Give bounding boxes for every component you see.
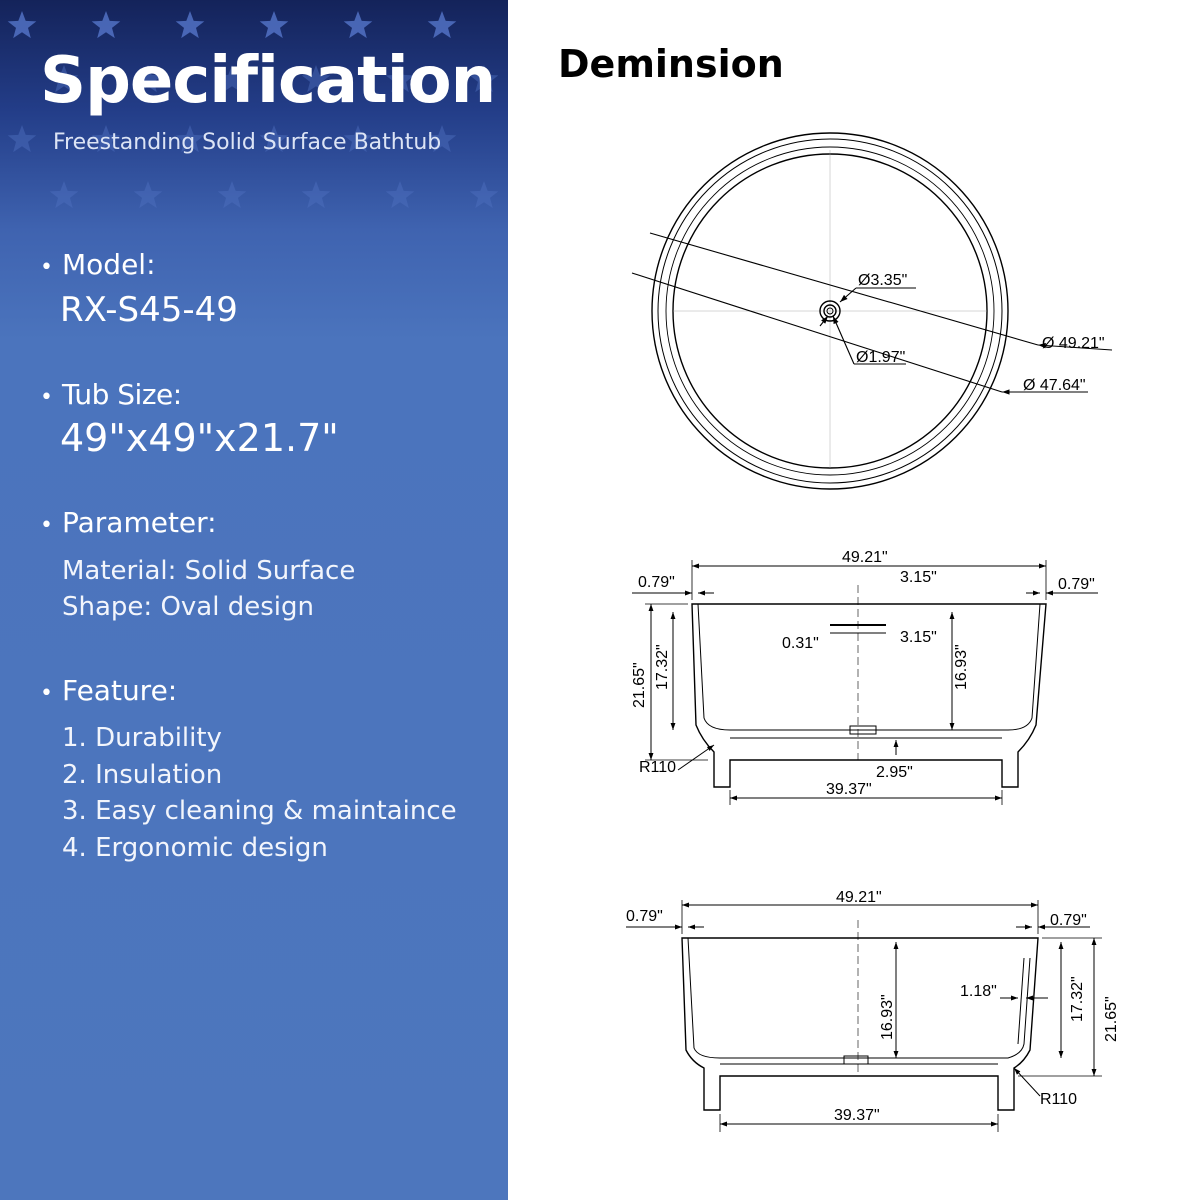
model-label: Model: — [62, 248, 156, 281]
bullet-icon: • — [40, 255, 53, 280]
star-icon — [343, 11, 373, 39]
front-label-radius: R110 — [639, 759, 676, 776]
bullet-icon: • — [40, 385, 53, 410]
front-label-height-total: 21.65" — [631, 662, 648, 708]
side-label-wall: 1.18" — [960, 983, 997, 1000]
front-label-drain-offset: 2.95" — [876, 764, 913, 781]
front-label-overflow-bottom: 3.15" — [900, 629, 937, 646]
star-icon — [217, 65, 247, 93]
star-icon — [259, 125, 289, 153]
tub-size-label-row: • Tub Size: — [40, 378, 182, 411]
label-inner-diameter: Ø 47.64" — [1023, 377, 1086, 394]
front-label-overflow-top: 3.15" — [900, 569, 937, 586]
side-label-rim-right: 0.79" — [1050, 912, 1087, 929]
tub-size-label: Tub Size: — [62, 378, 182, 411]
star-icon — [49, 181, 79, 209]
star-icon — [91, 125, 121, 153]
star-pattern — [7, 11, 499, 209]
side-dim-radius — [1013, 1067, 1041, 1097]
outer-rim-circle — [651, 132, 1009, 490]
star-icon — [343, 125, 373, 153]
side-label-radius: R110 — [1040, 1091, 1077, 1108]
star-icon — [49, 65, 79, 93]
drain-center-circle — [826, 307, 834, 315]
label-drain-outer-diameter: Ø3.35" — [858, 272, 907, 289]
spec-heading: Specification — [40, 44, 496, 118]
star-icon — [469, 181, 499, 209]
front-label-depth: 16.93" — [953, 644, 970, 690]
star-icon — [427, 125, 457, 153]
side-wall-thickness-line — [1017, 957, 1025, 1045]
leader-drain-inner — [832, 315, 855, 365]
front-tub-outline — [691, 603, 1047, 788]
parameter-material: Material: Solid Surface — [62, 556, 356, 586]
leader-outer-diameter — [649, 232, 1039, 346]
side-view-drawing — [626, 900, 1102, 1132]
label-drain-inner-diameter: Ø1.97" — [856, 349, 905, 366]
leader-outer-diameter-tail — [1037, 342, 1113, 351]
feature-item: 1. Durability — [62, 723, 222, 753]
side-label-height-inner: 17.32" — [1069, 976, 1086, 1022]
front-label-rim-left: 0.79" — [638, 574, 675, 591]
feature-item: 4. Ergonomic design — [62, 833, 328, 863]
star-icon — [259, 11, 289, 39]
star-icon — [175, 11, 205, 39]
front-label-overflow-slot: 0.31" — [782, 635, 819, 652]
side-label-width: 49.21" — [836, 889, 882, 906]
parameter-label: Parameter: — [62, 506, 217, 539]
parameter-label-row: • Parameter: — [40, 506, 217, 539]
leader-drain-outer — [839, 287, 857, 303]
star-icon — [133, 65, 163, 93]
drain-inner-circle — [823, 304, 837, 318]
spec-subtitle: Freestanding Solid Surface Bathtub — [53, 130, 442, 155]
dimension-title: Deminsion — [558, 42, 784, 86]
bullet-icon: • — [40, 513, 53, 538]
star-icon — [385, 181, 415, 209]
star-icon — [91, 11, 121, 39]
side-label-height-total: 21.65" — [1103, 996, 1120, 1042]
spec-panel: Specification Freestanding Solid Surface… — [0, 0, 508, 1200]
side-tub-inner-wall — [687, 937, 1031, 1059]
star-icon — [7, 11, 37, 39]
side-label-base-width: 39.37" — [834, 1107, 880, 1124]
model-value: RX-S45-49 — [60, 290, 238, 330]
front-label-rim-right: 0.79" — [1058, 576, 1095, 593]
side-label-rim-left: 0.79" — [626, 908, 663, 925]
rim-edge-circle — [657, 138, 1003, 484]
star-icon — [469, 65, 499, 93]
side-tub-outline — [681, 937, 1039, 1111]
star-icon — [301, 65, 331, 93]
star-icon — [175, 125, 205, 153]
star-icon — [217, 181, 247, 209]
front-view-drawing — [632, 560, 1098, 805]
front-drain — [849, 725, 877, 735]
side-label-depth: 16.93" — [879, 994, 896, 1040]
front-label-width: 49.21" — [842, 549, 888, 566]
feature-item: 2. Insulation — [62, 760, 223, 790]
front-dim-radius — [677, 744, 715, 771]
label-outer-diameter: Ø 49.21" — [1042, 335, 1105, 352]
top-view-drawing — [631, 132, 1113, 490]
feature-item: 3. Easy cleaning & maintaince — [62, 796, 457, 826]
leader-inner-diameter — [631, 272, 1003, 393]
rim-inner-edge-circle — [665, 146, 995, 476]
dimension-drawings: Ø3.35" Ø1.97" Ø 49.21" Ø 47.64" 49.21" 3… — [626, 132, 1120, 1132]
front-tub-inner-wall — [697, 603, 1041, 731]
star-icon — [385, 65, 415, 93]
parameter-shape: Shape: Oval design — [62, 592, 314, 622]
feature-label-row: • Feature: — [40, 674, 177, 707]
star-icon — [427, 11, 457, 39]
feature-label: Feature: — [62, 674, 178, 707]
side-drain — [843, 1055, 869, 1065]
drain-outer-circle — [819, 300, 841, 322]
tub-size-value: 49"x49"x21.7" — [60, 416, 339, 460]
bullet-icon: • — [40, 681, 53, 706]
model-label-row: • Model: — [40, 248, 156, 281]
leader-drain-pointer — [819, 315, 829, 327]
star-icon — [301, 181, 331, 209]
front-label-height-inner: 17.32" — [654, 644, 671, 690]
star-icon — [7, 125, 37, 153]
front-label-base-width: 39.37" — [826, 781, 872, 798]
star-icon — [133, 181, 163, 209]
